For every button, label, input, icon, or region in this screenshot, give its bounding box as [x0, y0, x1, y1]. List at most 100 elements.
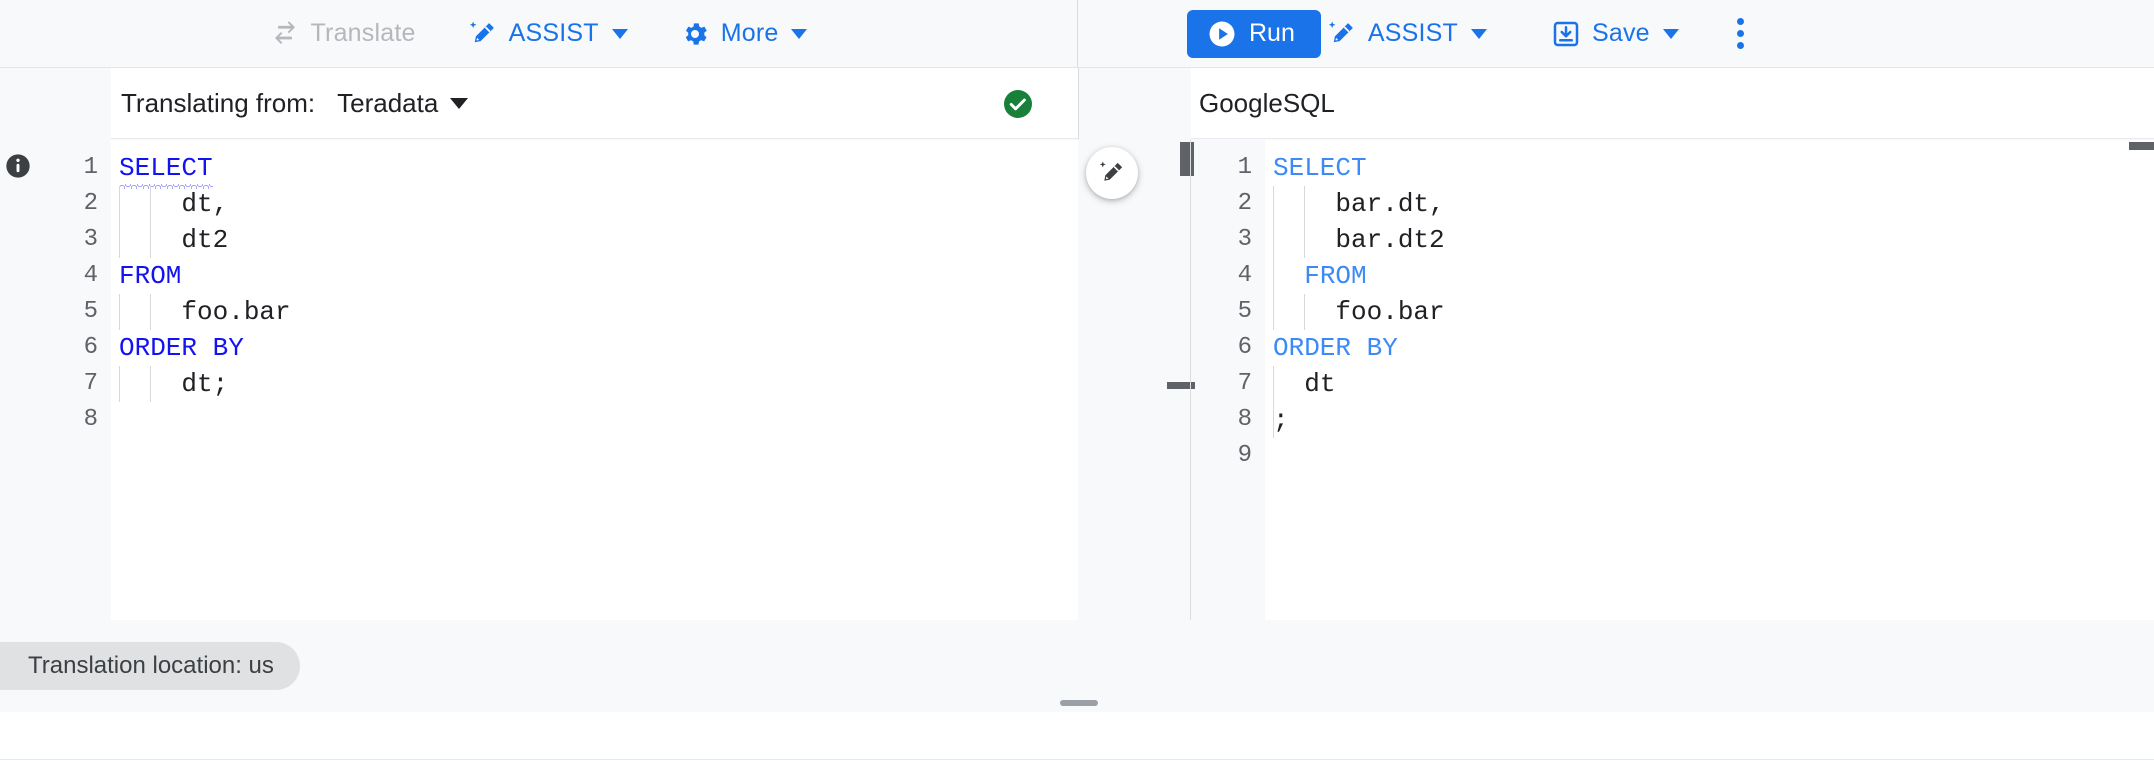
code-line: foo.bar [111, 294, 1078, 330]
gear-icon [680, 19, 710, 49]
code-line: bar.dt2 [1265, 222, 2154, 258]
line-number: 6 [1237, 334, 1252, 361]
indent-guide [119, 294, 120, 330]
save-button[interactable]: Save [1545, 13, 1685, 55]
code-line: dt, [111, 186, 1078, 222]
indent-guide [1273, 366, 1274, 402]
chevron-down-icon [450, 97, 469, 109]
resize-handle[interactable] [1060, 700, 1098, 706]
code-line: dt2 [111, 222, 1078, 258]
code-line: dt; [111, 366, 1078, 402]
line-number: 5 [83, 298, 98, 325]
code-line: bar.dt, [1265, 186, 2154, 222]
source-toolbar: Translate ASSIST [0, 0, 1078, 67]
run-button[interactable]: Run [1187, 9, 1321, 58]
splitter-header-spacer [1079, 68, 1191, 139]
diff-marker-mid [1167, 382, 1195, 389]
splitter-line [1190, 140, 1191, 620]
dialect-bar: Translating from: Teradata GoogleSQL [0, 68, 2154, 140]
save-download-icon [1551, 19, 1581, 49]
translate-button-label: Translate [310, 19, 416, 47]
line-number: 4 [1237, 262, 1252, 289]
line-number: 1 [83, 154, 98, 181]
target-editor-pane: 1 2 3 4 5 6 7 8 9 SELECT bar.dt, bar.dt2 FROM fo… [1079, 140, 2154, 620]
sql-keyword: SELECT [119, 150, 213, 189]
translating-from-label: Translating from: [121, 87, 316, 118]
chevron-down-icon [791, 28, 808, 39]
more-vert-icon[interactable] [1719, 10, 1763, 58]
line-number: 3 [1237, 226, 1252, 253]
indent-guide [1273, 294, 1274, 330]
sql-keyword: FROM [1304, 261, 1367, 291]
code-line: ORDER BY [1265, 330, 2154, 366]
target-dialect-label: GoogleSQL [1199, 87, 1335, 118]
assist-button-left-label: ASSIST [508, 19, 599, 47]
info-icon[interactable] [4, 152, 32, 180]
line-number: 8 [1237, 406, 1252, 433]
target-line-numbers: 1 2 3 4 5 6 7 8 9 [1191, 140, 1265, 620]
assist-button-left[interactable]: ASSIST [462, 13, 634, 55]
indent-space [1273, 261, 1304, 291]
sql-text: foo.bar [181, 297, 291, 327]
save-button-label: Save [1592, 19, 1650, 47]
line-number: 7 [1237, 370, 1252, 397]
sql-text: dt [1304, 369, 1336, 399]
line-number: 5 [1237, 298, 1252, 325]
translate-button[interactable]: Translate [264, 13, 422, 55]
source-gutter-spacer [0, 68, 111, 139]
more-button[interactable]: More [674, 13, 814, 55]
sql-keyword: ORDER BY [119, 333, 244, 363]
line-number: 9 [1237, 442, 1252, 469]
line-number: 1 [1237, 154, 1252, 181]
target-scrollbar-thumb[interactable] [2129, 142, 2154, 150]
target-toolbar: Run ASSIST [1079, 0, 2154, 67]
line-number: 2 [83, 190, 98, 217]
chevron-down-icon [1471, 28, 1487, 39]
code-line [1265, 438, 2154, 474]
source-info-column [0, 140, 37, 620]
sql-text: bar.dt2 [1335, 225, 1445, 255]
line-number: 6 [83, 334, 98, 361]
code-line [111, 402, 1078, 438]
indent-guide [1273, 186, 1274, 222]
sql-keyword: ORDER BY [1273, 333, 1398, 363]
check-circle-icon [1004, 90, 1032, 118]
code-line: ORDER BY [111, 330, 1078, 366]
pane-splitter[interactable] [1079, 140, 1195, 620]
chevron-down-icon [611, 28, 628, 39]
chevron-down-icon [1662, 28, 1679, 39]
ai-edit-fab[interactable] [1086, 147, 1138, 199]
more-button-label: More [720, 19, 779, 47]
source-dialect-select[interactable]: Teradata [337, 87, 469, 119]
indent-guide [119, 186, 120, 222]
code-line: dt [1265, 366, 2154, 402]
sql-text: bar.dt, [1335, 189, 1445, 219]
status-badge [1002, 88, 1034, 120]
sql-text: dt; [181, 369, 229, 399]
indent-guide [1273, 222, 1274, 258]
magic-pen-icon [468, 19, 498, 49]
code-line: SELECT [111, 150, 1078, 189]
source-dialect-value: Teradata [337, 87, 439, 118]
indent-guide [150, 186, 151, 222]
indent-guide [150, 366, 151, 402]
kebab-dot [1737, 30, 1745, 37]
header-divider [1078, 68, 1079, 139]
indent-guide [119, 222, 120, 258]
code-line: ; [1265, 402, 2154, 438]
line-number: 2 [1237, 190, 1252, 217]
sql-text: dt, [181, 189, 229, 219]
sql-text: dt2 [181, 225, 229, 255]
diff-marker-top [1180, 142, 1194, 176]
indent-guide [1304, 222, 1305, 258]
top-toolbar: Translate ASSIST [0, 0, 2154, 68]
swap-arrows-icon [270, 19, 300, 49]
magic-pen-icon [1327, 19, 1357, 49]
code-line: FROM [111, 258, 1078, 294]
assist-button-right[interactable]: ASSIST [1321, 13, 1493, 55]
indent-guide [119, 366, 120, 402]
